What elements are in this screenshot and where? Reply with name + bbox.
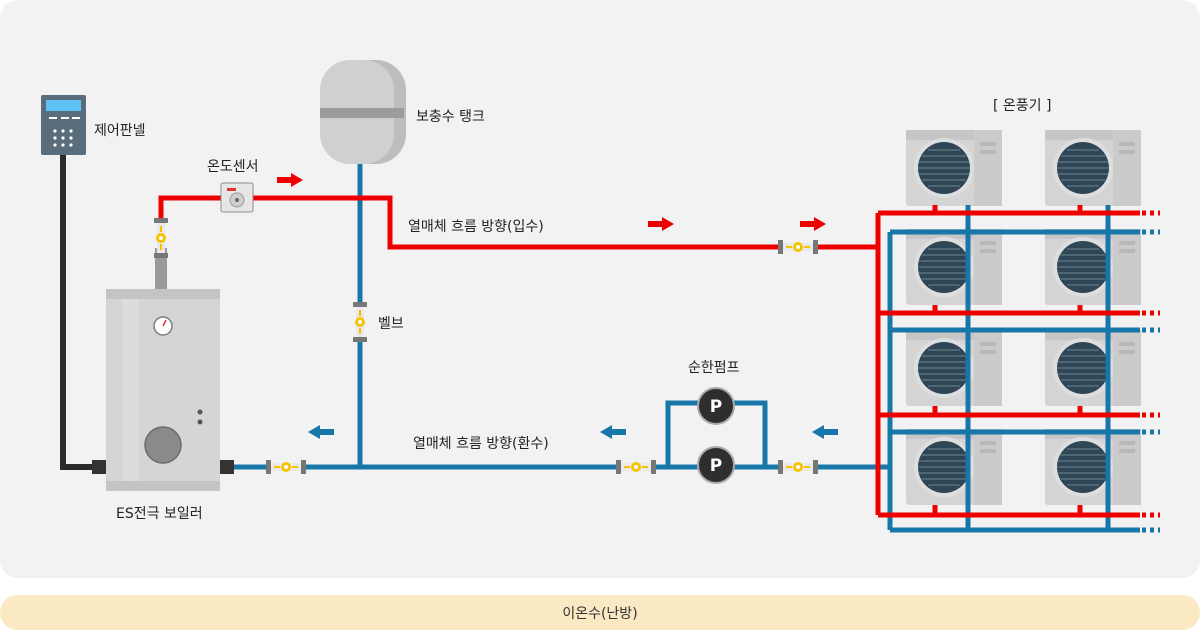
return-arrow-icon <box>308 425 334 439</box>
temperature-sensor <box>220 182 254 213</box>
return-arrow-icon <box>600 425 626 439</box>
control-panel-label: 제어판넬 <box>94 123 146 139</box>
control-wire <box>60 150 100 470</box>
return-valve-main[interactable] <box>778 460 818 474</box>
boiler-outlet-pipe <box>155 248 167 290</box>
circulation-pump-lower: P <box>697 446 735 484</box>
supply-flow-arrows <box>277 173 826 231</box>
expansion-tank-label: 보충수 탱크 <box>416 109 485 125</box>
flow-return-label: 열매체 흐름 방향(환수) <box>413 436 549 452</box>
supply-arrow-icon <box>648 217 674 231</box>
fancoil-unit-6 <box>1045 330 1141 406</box>
control-panel[interactable] <box>41 95 86 155</box>
supply-arrow-icon <box>277 173 303 187</box>
return-valve-boiler[interactable] <box>266 460 306 474</box>
fancoil-unit-5 <box>906 330 1002 406</box>
return-flow-arrows <box>308 425 838 439</box>
pump-symbol-upper: P <box>710 397 722 417</box>
expansion-tank <box>320 60 406 164</box>
supply-pipes <box>158 195 1140 518</box>
fancoil-unit-8 <box>1045 429 1141 505</box>
fancoil-unit-3 <box>906 229 1002 305</box>
heating-system-diagram: P P <box>41 60 1160 533</box>
supply-valve-main[interactable] <box>778 240 818 254</box>
valve-label: 벨브 <box>378 316 404 332</box>
tank-valve[interactable] <box>353 302 367 342</box>
circulation-pump-label: 순한펌프 <box>688 360 740 376</box>
fancoil-unit-2 <box>1045 130 1141 206</box>
circulation-pump-upper: P <box>697 387 735 425</box>
return-valve-pump[interactable] <box>616 460 656 474</box>
caption-text: 이온수(난방) <box>562 605 638 622</box>
fancoil-unit-4 <box>1045 229 1141 305</box>
fancoil-title: [ 온풍기 ] <box>993 98 1052 114</box>
fancoil-unit-7 <box>906 429 1002 505</box>
temp-sensor-label: 온도센서 <box>207 159 259 175</box>
caption-bar: 이온수(난방) <box>0 595 1200 630</box>
supply-pipe-ends <box>1142 210 1160 518</box>
fancoil-unit-1 <box>906 130 1002 206</box>
supply-arrow-icon <box>800 217 826 231</box>
electrode-boiler <box>106 289 234 491</box>
wire-connector <box>92 460 108 474</box>
pump-symbol-lower: P <box>710 456 722 476</box>
return-pipe-ends <box>1142 229 1160 533</box>
return-arrow-icon <box>812 425 838 439</box>
boiler-label: ES전극 보일러 <box>116 506 203 522</box>
flow-supply-label: 열매체 흐름 방향(입수) <box>408 219 544 235</box>
